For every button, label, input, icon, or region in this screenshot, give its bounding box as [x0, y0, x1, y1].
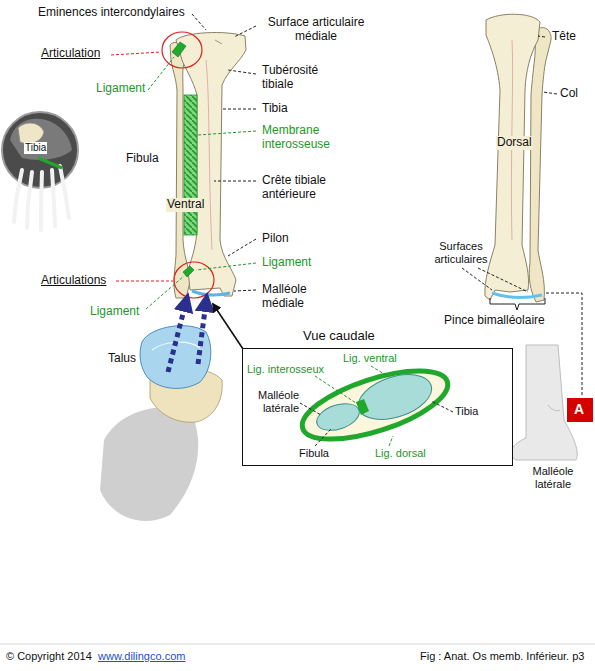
- section-label: Lig. dorsal: [375, 447, 426, 460]
- part-label: Ligament: [96, 82, 145, 96]
- part-label: Pince bimalléolaire: [444, 314, 545, 328]
- foot-talus: [100, 302, 243, 521]
- part-label: Tête: [552, 30, 576, 44]
- figure-caption: Fig : Anat. Os memb. Inférieur. p3: [420, 650, 584, 663]
- leader-line: [300, 403, 321, 415]
- part-label: Surface articulaire médiale: [256, 16, 376, 44]
- part-label: Ligament: [262, 256, 311, 270]
- leg-bones-ventral: [162, 32, 246, 298]
- leader-line: [389, 436, 393, 446]
- part-label: Fibula: [126, 152, 159, 166]
- section-label: Malléole latérale: [245, 389, 299, 414]
- part-label: Malléole latérale: [518, 465, 588, 490]
- fibula-section: [313, 399, 362, 435]
- section-label: Vue caudale: [303, 329, 375, 344]
- marker-letter: A: [574, 401, 584, 417]
- part-label: © Copyright 2014: [6, 650, 92, 663]
- leader-line: [315, 376, 359, 405]
- marker-box: A: [567, 398, 593, 422]
- part-label: Crête tibiale antérieure: [262, 174, 346, 202]
- part-label: Articulation: [41, 47, 100, 61]
- footer-rule: [0, 644, 595, 645]
- section-inset-box: Vue caudaleLig. ventralLig. interosseuxM…: [242, 348, 513, 466]
- part-label: www.dilingco.com: [98, 650, 185, 663]
- section-label: Tibia: [455, 405, 478, 418]
- part-label: Eminences intercondylaires: [38, 6, 185, 20]
- part-label: Tibia: [24, 142, 47, 154]
- leader-line: [315, 429, 331, 446]
- part-label: Ventral: [166, 198, 205, 212]
- part-label: Malléole médiale: [262, 283, 328, 311]
- part-label: Dorsal: [496, 136, 533, 150]
- part-label: Col: [560, 87, 578, 101]
- part-label: Surfaces articulaires: [428, 240, 494, 265]
- leader-line: [371, 366, 389, 377]
- section-label: Lig. ventral: [343, 352, 397, 365]
- part-label: Membrane interosseuse: [262, 124, 354, 152]
- part-label: Tibia: [262, 102, 288, 116]
- part-label: Pilon: [262, 232, 289, 246]
- part-label: Tubérosité tibiale: [262, 64, 342, 92]
- part-label: Ligament: [90, 305, 139, 319]
- interosseous-ligament: [356, 399, 369, 415]
- foot-inset: [2, 112, 78, 230]
- leader-lines: [111, 14, 256, 309]
- section-label: Fibula: [299, 447, 329, 460]
- leader-line: [431, 401, 453, 412]
- section-label: Lig. interosseux: [247, 363, 324, 376]
- part-label: Talus: [108, 352, 136, 366]
- part-label: Articulations: [41, 274, 106, 288]
- tibia-section: [353, 366, 438, 428]
